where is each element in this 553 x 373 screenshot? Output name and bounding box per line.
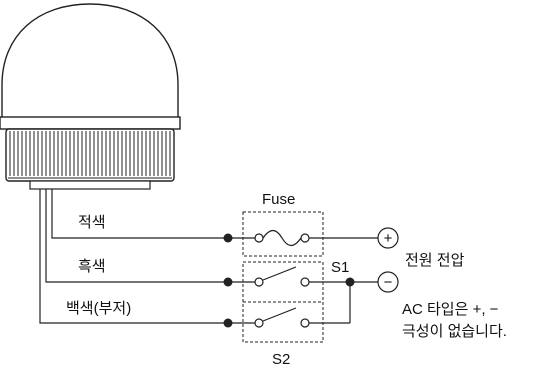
plus-terminal: + [377, 227, 399, 249]
minus-terminal: − [377, 271, 399, 293]
fuse-label: Fuse [262, 191, 295, 208]
wire-label-black: 흑색 [78, 257, 106, 275]
minus-symbol: − [384, 274, 393, 291]
fuse-box [242, 211, 324, 257]
lamp-base [5, 128, 175, 182]
fuse-symbol [228, 229, 378, 247]
wire-label-red: 적색 [78, 214, 106, 231]
ac-note-line1: AC 타입은 +, − [402, 301, 499, 318]
lamp-ring [0, 116, 181, 130]
s1-label: S1 [331, 259, 349, 276]
lamp-dome [1, 3, 179, 121]
power-voltage-label: 전원 전압 [405, 252, 465, 269]
switch-s2 [228, 282, 351, 328]
plus-symbol: + [384, 230, 393, 247]
s2-label: S2 [272, 351, 290, 368]
wires [39, 189, 228, 324]
switch-s1 [228, 266, 378, 287]
ac-note-line2: 극성이 없습니다. [402, 323, 507, 340]
lamp-collar [29, 180, 151, 190]
wire-label-white: 백색(부저) [66, 300, 131, 317]
junction-dot-s1-s2 [345, 277, 355, 287]
